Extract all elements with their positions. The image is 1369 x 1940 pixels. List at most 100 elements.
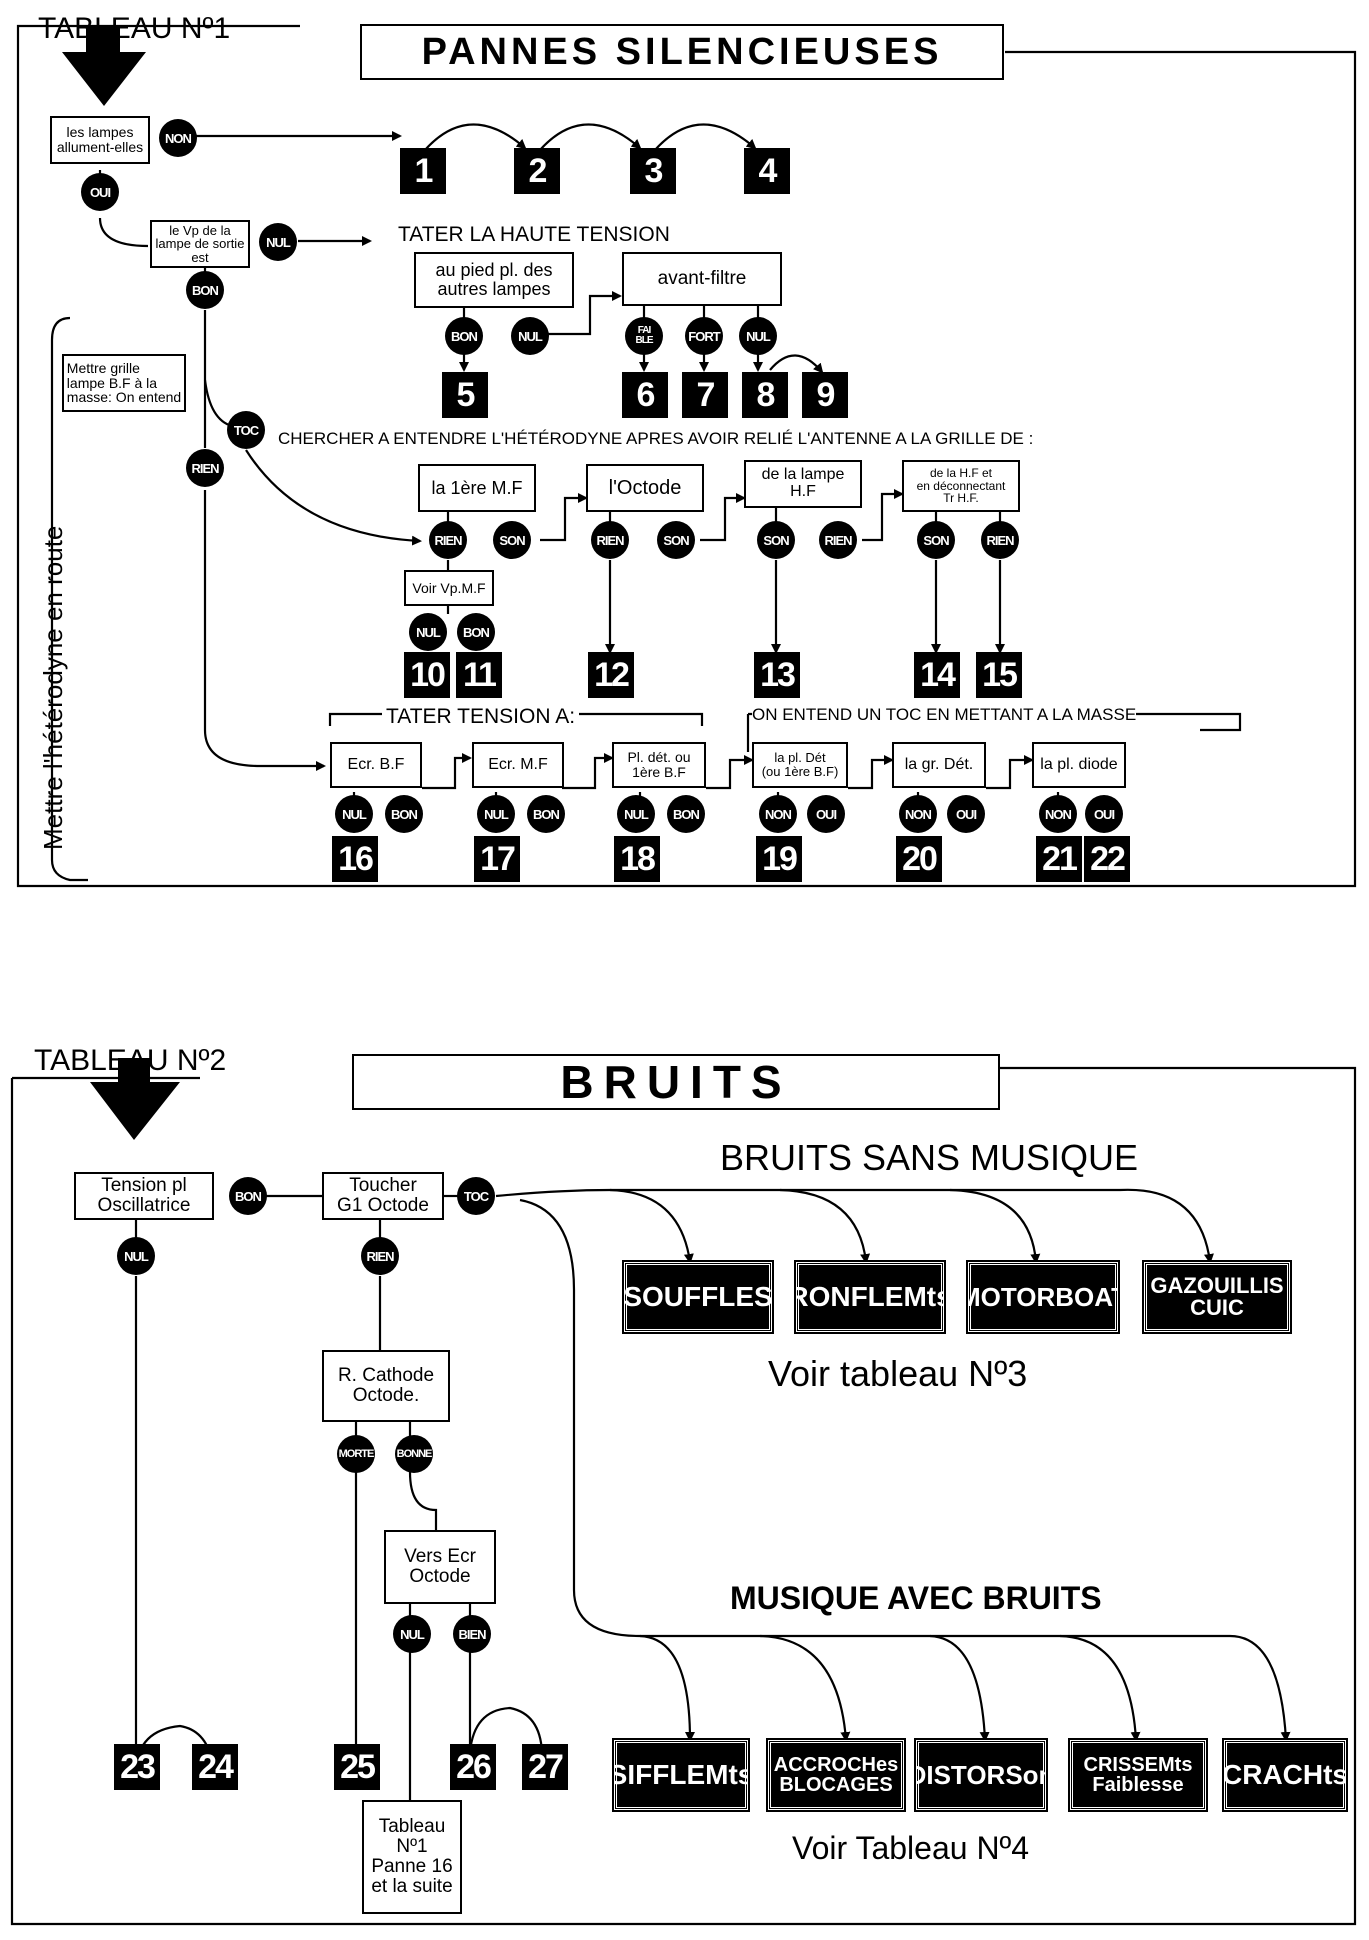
box-tension-pl: Tension pl Oscillatrice <box>74 1172 214 1220</box>
circle-nul-ecr: NUL <box>393 1615 431 1653</box>
panne-number: 15 <box>976 652 1022 698</box>
circle-son-mf: SON <box>493 521 531 559</box>
tableau-2-title: BRUITS <box>352 1054 1000 1110</box>
circle-son-oct: SON <box>657 521 695 559</box>
circle-non: NON <box>159 119 197 157</box>
circle-bon-ht: BON <box>445 317 483 355</box>
category-motorboat: MOTORBOAT <box>959 1260 1127 1334</box>
musique-avec-bruits: MUSIQUE AVEC BRUITS <box>730 1580 1102 1616</box>
circle-faible: FAI BLE <box>625 317 663 355</box>
circle-bon-18: BON <box>667 795 705 833</box>
panne-number: 10 <box>404 652 450 698</box>
panne-number: 4 <box>744 148 790 194</box>
circle-rien-mf: RIEN <box>429 521 467 559</box>
box-toucher-g1: Toucher G1 Octode <box>322 1172 444 1220</box>
category-ronflements: RONFLEMts <box>788 1260 952 1334</box>
category-sifflements: SIFFLEMts <box>609 1738 753 1812</box>
panne-number: 22 <box>1084 836 1130 882</box>
box-avant-filtre: avant-filtre <box>622 252 782 306</box>
panne-number: 24 <box>192 1744 238 1790</box>
circle-rien-hfd: RIEN <box>981 521 1019 559</box>
box-ecr-bf: Ecr. B.F <box>330 742 422 788</box>
circle-bien: BIEN <box>453 1615 491 1653</box>
box-voir-vp-mf: Voir Vp.M.F <box>404 570 494 606</box>
start-arrow-t2 <box>90 1058 180 1140</box>
circle-son-hfd: SON <box>917 521 955 559</box>
box-pied-pl: au pied pl. des autres lampes <box>414 252 574 308</box>
circle-oui-19: OUI <box>807 795 845 833</box>
panne-number: 3 <box>630 148 676 194</box>
box-octode: l'Octode <box>586 464 704 512</box>
circle-bon-vp: BON <box>457 613 495 651</box>
panne-number: 9 <box>802 372 848 418</box>
circle-bonne: BONNE <box>395 1435 433 1473</box>
circle-bon: BON <box>186 271 224 309</box>
circle-rien-hf: RIEN <box>819 521 857 559</box>
circle-nul-17: NUL <box>477 795 515 833</box>
tableau-2-label: TABLEAU Nº2 <box>34 1044 227 1077</box>
tater-tension-a: TATER TENSION A: <box>382 706 580 727</box>
voir-tableau-3: Voir tableau Nº3 <box>768 1353 1028 1394</box>
panne-number: 27 <box>522 1744 568 1790</box>
panne-number: 1 <box>400 148 446 194</box>
circle-nul: NUL <box>259 223 297 261</box>
circle-oui-20: OUI <box>947 795 985 833</box>
panne-number: 25 <box>334 1744 380 1790</box>
box-vers-ecr-octode: Vers Ecr Octode <box>384 1530 496 1604</box>
circle-rien-oct: RIEN <box>591 521 629 559</box>
circle-rien: RIEN <box>186 449 224 487</box>
panne-number: 23 <box>114 1744 160 1790</box>
tater-haute-tension: TATER LA HAUTE TENSION <box>398 223 670 246</box>
panne-number: 17 <box>474 836 520 882</box>
panne-number: 6 <box>622 372 668 418</box>
on-entend-toc-masse: ON ENTEND UN TOC EN METTANT A LA MASSE <box>752 705 1137 724</box>
panne-number: 11 <box>456 652 502 698</box>
circle-oui-21: OUI <box>1085 795 1123 833</box>
circle-fort: FORT <box>685 317 723 355</box>
panne-number: 18 <box>614 836 660 882</box>
circle-toc: TOC <box>227 411 265 449</box>
circle-toc-t2: TOC <box>457 1177 495 1215</box>
category-accrochages: ACCROCHes BLOCAGES <box>766 1738 906 1812</box>
circle-bon-16: BON <box>385 795 423 833</box>
circle-nul-16: NUL <box>335 795 373 833</box>
box-ecr-mf: Ecr. M.F <box>472 742 564 788</box>
panne-number: 8 <box>742 372 788 418</box>
panne-number: 7 <box>682 372 728 418</box>
circle-nul-ht: NUL <box>511 317 549 355</box>
circle-oui: OUI <box>81 173 119 211</box>
category-crissements: CRISSEMts Faiblesse <box>1068 1738 1208 1812</box>
side-instruction: Mettre l'hétérodyne en route <box>38 525 68 850</box>
category-gazouillis: GAZOUILLIS CUIC <box>1142 1260 1292 1334</box>
circle-nul-af: NUL <box>739 317 777 355</box>
circle-bon-17: BON <box>527 795 565 833</box>
box-cathode-octode: R. Cathode Octode. <box>322 1350 450 1422</box>
panne-number: 26 <box>450 1744 496 1790</box>
box-lapl-det: la pl. Dét (ou 1ère B.F) <box>752 742 848 788</box>
box-hf-deconnectant: de la H.F et en déconnectant Tr H.F. <box>902 460 1020 512</box>
category-distorsion: DISTORSon <box>908 1738 1054 1812</box>
panne-number: 16 <box>332 836 378 882</box>
box-lampe-hf: de la lampe H.F <box>744 460 862 508</box>
circle-bon-t2: BON <box>229 1177 267 1215</box>
circle-non-20: NON <box>899 795 937 833</box>
circle-morte: MORTE <box>337 1435 375 1473</box>
category-souffles: SOUFFLES <box>622 1260 774 1334</box>
panne-number: 5 <box>442 372 488 418</box>
panne-number: 21 <box>1036 836 1082 882</box>
box-mf1: la 1ère M.F <box>418 464 536 512</box>
circle-nul-t2: NUL <box>117 1237 155 1275</box>
panne-number: 19 <box>756 836 802 882</box>
panne-number: 13 <box>754 652 800 698</box>
circle-son-hf: SON <box>757 521 795 559</box>
box-lampes-allument: les lampes allument-elles <box>50 116 150 164</box>
circle-non-19: NON <box>759 795 797 833</box>
bruits-sans-musique: BRUITS SANS MUSIQUE <box>720 1137 1139 1178</box>
circle-nul-18: NUL <box>617 795 655 833</box>
box-mettre-grille: Mettre grille lampe B.F à la masse: On e… <box>62 354 186 412</box>
chercher-heterodyne: CHERCHER A ENTENDRE L'HÉTÉRODYNE APRES A… <box>278 429 1034 448</box>
start-arrow-t1 <box>62 26 146 106</box>
box-tableau-1-ref: Tableau Nº1 Panne 16 et la suite <box>362 1800 462 1914</box>
panne-number: 12 <box>588 652 634 698</box>
panne-number: 20 <box>896 836 942 882</box>
